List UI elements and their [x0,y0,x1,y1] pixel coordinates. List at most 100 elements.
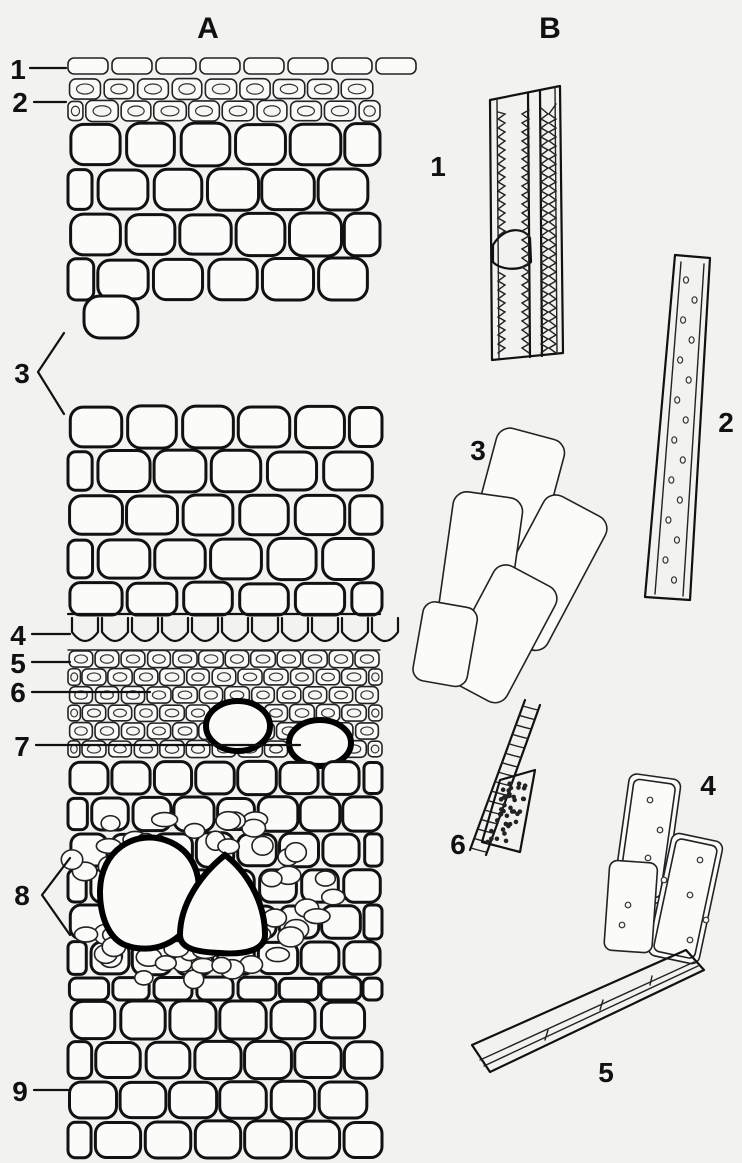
cell [84,296,138,338]
cell [68,942,86,975]
cell [207,169,258,211]
cell [295,1043,341,1078]
endodermal-cell [312,618,338,641]
cell [240,584,289,615]
label-a9: 9 [12,1076,28,1107]
cell [236,213,285,255]
cell [344,1042,382,1078]
cell [343,797,382,831]
label-b1: 1 [430,151,446,182]
label-a3: 3 [14,358,30,389]
endodermal-cell [222,618,248,641]
endodermal-cell [252,618,278,641]
b3-parenchyma-group [411,425,612,708]
label-a5: 5 [10,648,26,679]
endodermal-cell [342,618,368,641]
cell [120,1082,166,1117]
cell [98,260,148,299]
label-a2: 2 [12,87,28,118]
cell [96,1042,140,1077]
b1-pitted-vessel [490,86,563,360]
cell [323,538,374,579]
cell [279,978,318,1000]
cell [211,450,260,491]
cell [323,762,359,795]
b2-tracheid [645,255,710,600]
cell [98,540,150,578]
cell [321,977,361,1000]
cell [321,1002,364,1038]
cell [295,583,344,615]
cell [352,583,382,615]
epidermal-cell [332,58,372,74]
panel-a-labels: 1 2 3 4 5 6 7 8 9 [10,54,30,1107]
b4-sclereid-cells [604,773,724,965]
cell [236,125,286,165]
cell [344,942,380,975]
endodermal-cell [282,618,308,641]
cell [322,906,361,939]
cell [262,258,313,300]
cell [289,213,341,256]
cell [296,406,345,447]
cell [71,214,121,255]
cell [195,1121,240,1158]
cell [70,762,108,794]
cell [68,540,93,578]
cell [154,169,202,210]
cell [295,495,344,534]
cell [68,798,87,829]
cell [146,1042,190,1078]
label-a7: 7 [14,731,30,762]
b5-fiber [472,950,704,1072]
cell [145,1122,190,1158]
cell [98,451,150,492]
cell [238,977,276,1000]
endodermis-layer [68,614,398,650]
cell [68,170,92,210]
cell [301,942,339,974]
cell [195,1041,241,1078]
label-a1: 1 [10,54,26,85]
cell [169,1082,216,1118]
cell [68,1042,92,1079]
cell [300,797,340,831]
cell [181,123,230,166]
cell [154,762,191,795]
endodermal-cell [72,618,98,641]
cell [220,1082,267,1119]
cell [126,215,175,255]
cell [319,258,368,300]
epidermis-layer [68,58,416,74]
pith-parenchyma [68,1001,382,1158]
label-b5: 5 [598,1057,614,1088]
cell [68,452,92,491]
cell [183,495,233,535]
cell [364,905,382,939]
cell [69,978,108,1000]
cell [153,259,202,299]
cell [245,1121,292,1158]
cell [271,1001,315,1038]
cell [211,539,262,579]
cell [68,259,94,300]
cell [183,406,234,448]
endodermal-cell [372,618,398,641]
cell [238,407,289,447]
cell [240,495,289,534]
cell [262,169,315,209]
cell [209,259,257,299]
cortex-middle-block [68,406,382,615]
epidermal-cell [156,58,196,74]
cell [170,1001,216,1039]
cell [349,407,382,446]
cell [296,1121,339,1158]
cell [127,496,178,534]
b6-spiral-vessel [470,700,540,855]
cell [290,124,341,165]
cell [267,452,316,490]
label-b6: 6 [450,829,466,860]
cell [70,496,123,534]
cell [323,834,359,866]
